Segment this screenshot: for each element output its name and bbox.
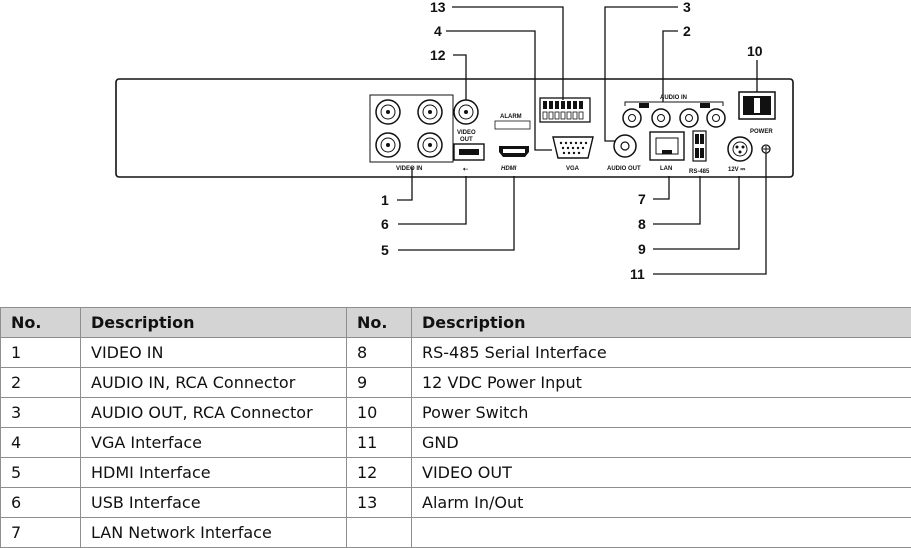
table-row: 7 LAN Network Interface — [1, 518, 911, 548]
table-cell: 10 — [347, 398, 412, 428]
chassis-outline — [116, 79, 793, 177]
callout-2: 2 — [683, 23, 691, 39]
table-cell: AUDIO IN, RCA Connector — [81, 368, 347, 398]
table-cell: AUDIO OUT, RCA Connector — [81, 398, 347, 428]
callout-12: 12 — [430, 47, 446, 63]
power-input-label: 12V ⎓ — [728, 167, 745, 173]
table-cell: 6 — [1, 488, 81, 518]
table-cell: 11 — [347, 428, 412, 458]
header-no: No. — [1, 308, 81, 338]
bnc-connector — [376, 100, 400, 124]
lan-label: LAN — [660, 166, 672, 172]
audio-out-label: AUDIO OUT — [607, 166, 641, 172]
bnc-connector — [418, 100, 442, 124]
table-cell: 4 — [1, 428, 81, 458]
interface-table: No. Description No. Description 1 VIDEO … — [0, 307, 911, 548]
hdmi-label: HDMI — [501, 166, 517, 172]
callout-11: 11 — [630, 266, 645, 282]
callout-1: 1 — [381, 192, 389, 208]
table-row: 2 AUDIO IN, RCA Connector 9 12 VDC Power… — [1, 368, 911, 398]
table-cell: 8 — [347, 338, 412, 368]
table-cell: VIDEO OUT — [412, 458, 911, 488]
audio-in-label: AUDIO IN — [660, 95, 687, 101]
table-cell: VIDEO IN — [81, 338, 347, 368]
vga-label: VGA — [566, 166, 580, 172]
video-in-label: VIDEO IN — [396, 166, 422, 172]
bnc-connector — [418, 133, 442, 157]
table-cell: Power Switch — [412, 398, 911, 428]
table-cell — [347, 518, 412, 548]
table-cell: 12 — [347, 458, 412, 488]
table-cell: RS-485 Serial Interface — [412, 338, 911, 368]
callout-3: 3 — [683, 0, 691, 15]
callout-4: 4 — [434, 23, 442, 39]
callout-7: 7 — [638, 191, 646, 207]
table-cell: GND — [412, 428, 911, 458]
table-cell: USB Interface — [81, 488, 347, 518]
table-cell: 12 VDC Power Input — [412, 368, 911, 398]
table-cell: LAN Network Interface — [81, 518, 347, 548]
table-cell — [412, 518, 911, 548]
callout-6: 6 — [381, 216, 389, 232]
gnd-screw — [762, 145, 770, 153]
svg-text:OUT: OUT — [460, 137, 473, 143]
table-cell: 1 — [1, 338, 81, 368]
header-description: Description — [412, 308, 911, 338]
table-cell: 5 — [1, 458, 81, 488]
rs485-label: RS-485 — [689, 169, 710, 175]
table-cell: HDMI Interface — [81, 458, 347, 488]
table-cell: 3 — [1, 398, 81, 428]
callout-8: 8 — [638, 216, 646, 232]
rear-panel-diagram: VIDEO IN VIDEO OUT ⇠ ALARM HDMI — [0, 0, 911, 305]
video-out-label: VIDEO — [457, 130, 476, 136]
callout-10: 10 — [747, 43, 763, 59]
table-cell: 13 — [347, 488, 412, 518]
table-cell: 9 — [347, 368, 412, 398]
table-cell: VGA Interface — [81, 428, 347, 458]
table-row: 4 VGA Interface 11 GND — [1, 428, 911, 458]
table-row: 6 USB Interface 13 Alarm In/Out — [1, 488, 911, 518]
table-cell: 2 — [1, 368, 81, 398]
usb-icon: ⇠ — [463, 167, 468, 173]
table-row: 1 VIDEO IN 8 RS-485 Serial Interface — [1, 338, 911, 368]
header-description: Description — [81, 308, 347, 338]
bnc-connector — [376, 133, 400, 157]
table-cell: Alarm In/Out — [412, 488, 911, 518]
header-no: No. — [347, 308, 412, 338]
table-row: 3 AUDIO OUT, RCA Connector 10 Power Swit… — [1, 398, 911, 428]
callout-5: 5 — [381, 242, 389, 258]
callout-9: 9 — [638, 241, 646, 257]
callout-13: 13 — [430, 0, 446, 15]
table-row: 5 HDMI Interface 12 VIDEO OUT — [1, 458, 911, 488]
table-cell: 7 — [1, 518, 81, 548]
alarm-label: ALARM — [500, 114, 522, 120]
table-header-row: No. Description No. Description — [1, 308, 911, 338]
power-label: POWER — [750, 129, 773, 135]
